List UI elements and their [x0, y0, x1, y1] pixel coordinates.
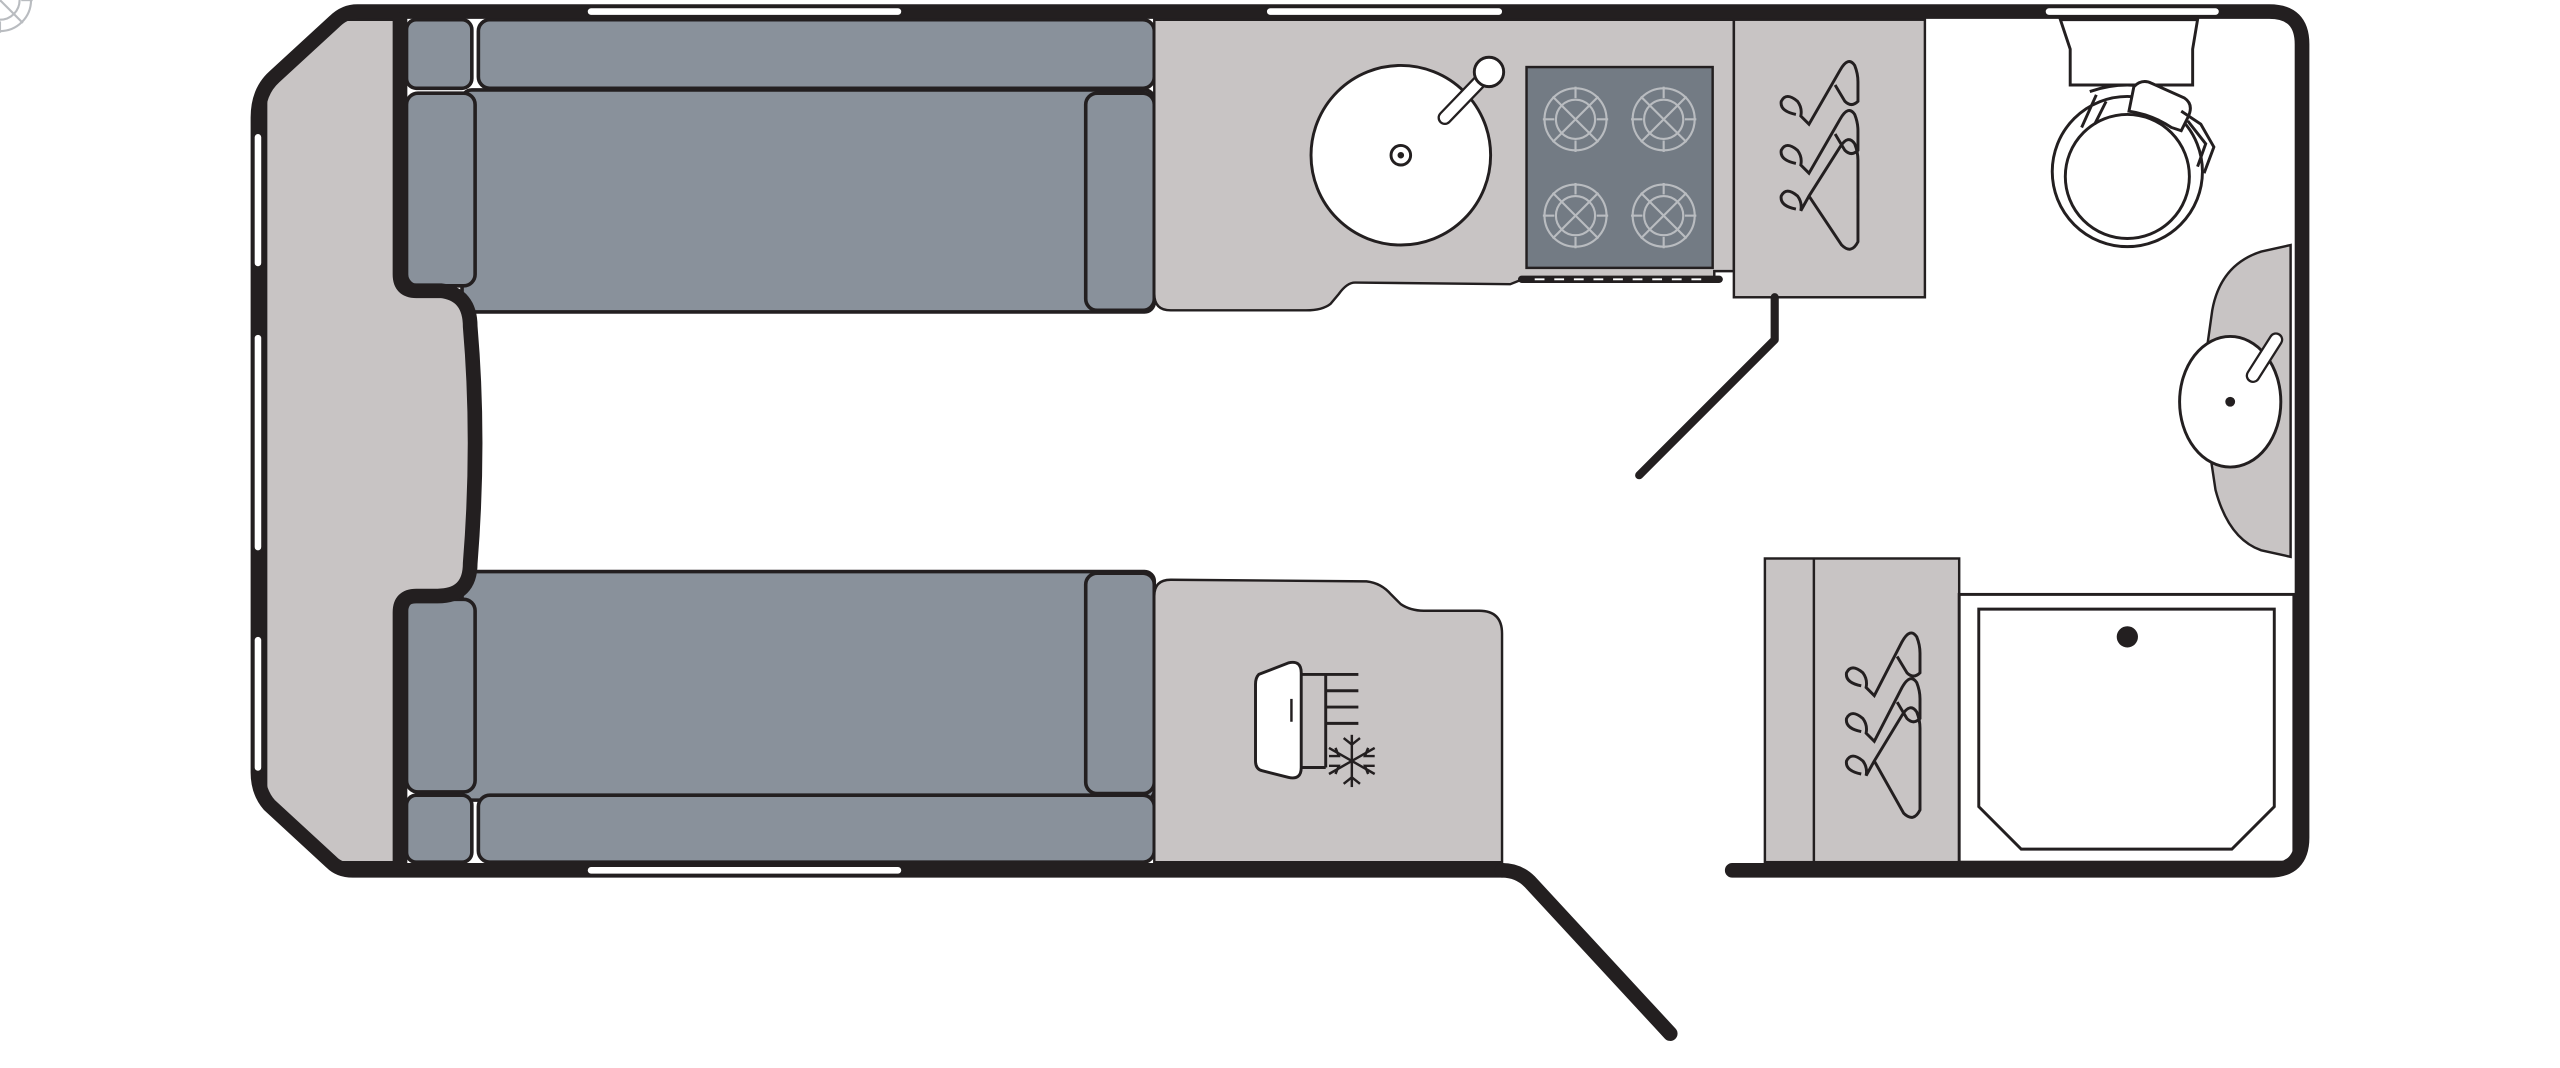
upper-sofa-seat — [460, 88, 1157, 314]
outer-wall — [250, 4, 2310, 878]
washbasin-icon — [2178, 332, 2284, 469]
upper-sofa-corner-cushion — [404, 17, 474, 91]
outer-shell — [250, 4, 2310, 1041]
round-sink-icon — [1309, 55, 1506, 247]
lower-sofa-corner-cushion — [404, 793, 474, 864]
upper-sofa-end-cushion — [404, 91, 477, 288]
lounge-partition-wall — [392, 12, 483, 870]
shower-tray-icon — [1957, 592, 2296, 864]
upper-sofa — [404, 17, 1157, 314]
upper-sofa-backrest — [476, 17, 1157, 91]
snowflake-icon — [1328, 734, 1376, 788]
washbasin-unit — [2178, 243, 2292, 559]
shower-drain — [2116, 626, 2138, 648]
lower-sofa-arm-cushion — [1083, 571, 1157, 796]
lower-sofa-end-cushion — [404, 597, 477, 794]
clothes-hanger-icon — [1779, 60, 1860, 251]
lower-wardrobe — [1763, 557, 1961, 864]
four-burner-hob-icon — [0, 0, 1723, 283]
lower-sofa — [404, 569, 1157, 864]
kitchen-wardrobe — [1732, 18, 1927, 299]
lower-sofa-backrest — [476, 793, 1157, 864]
fridge-counter — [1153, 578, 1504, 864]
washroom-partition — [1635, 293, 1779, 480]
clothes-hanger-icon — [1844, 631, 1922, 819]
windows — [251, 5, 2223, 877]
entrance-door[interactable] — [1494, 862, 1678, 1041]
toilet-icon — [2050, 18, 2216, 249]
upper-sofa-arm-cushion — [1083, 91, 1157, 313]
lower-sofa-seat — [460, 569, 1157, 802]
fridge-icon — [1254, 660, 1376, 788]
